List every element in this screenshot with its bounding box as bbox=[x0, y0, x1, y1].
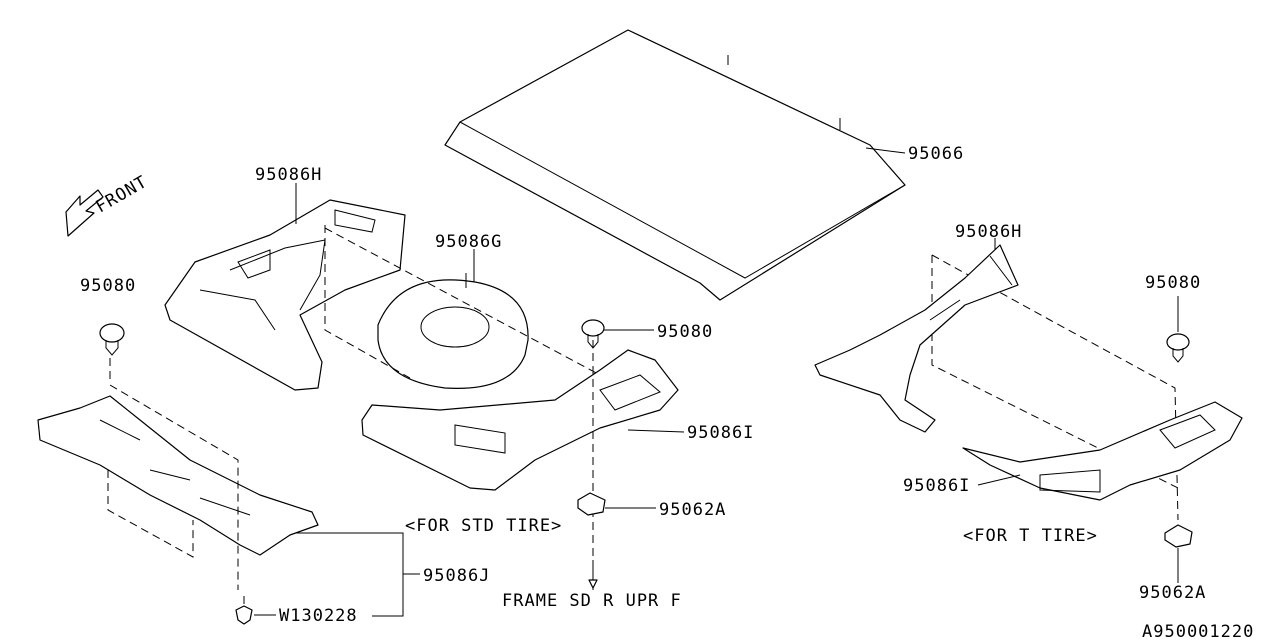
down-arrow-icon bbox=[588, 579, 598, 589]
front-arrow-icon bbox=[65, 189, 104, 237]
right-side-tray-part bbox=[814, 244, 1019, 433]
clip-95062A-right bbox=[1164, 524, 1193, 548]
front-label: FRONT bbox=[93, 172, 152, 217]
frame-note: FRAME SD R UPR F bbox=[502, 591, 682, 611]
clip-95062A-center bbox=[577, 492, 606, 516]
label-95080-center: 95080 bbox=[657, 322, 713, 342]
label-95080-right: 95080 bbox=[1145, 273, 1201, 293]
left-side-tray-part bbox=[164, 199, 406, 391]
label-95086G: 95086G bbox=[435, 232, 502, 252]
label-95086H-left: 95086H bbox=[255, 165, 322, 185]
guide-lines bbox=[107, 225, 1179, 590]
spare-tire-spacer-part bbox=[377, 273, 529, 389]
center-tray-part bbox=[361, 349, 679, 491]
bolt-W130228 bbox=[235, 596, 253, 625]
clip-95080-center bbox=[581, 319, 605, 349]
rear-tray-part bbox=[37, 395, 319, 556]
label-95086I-center: 95086I bbox=[687, 423, 754, 443]
label-95086J: 95086J bbox=[423, 566, 490, 586]
for-t-tire-note: <FOR T TIRE> bbox=[963, 526, 1098, 546]
label-95062A-center: 95062A bbox=[659, 500, 726, 520]
label-95086I-right: 95086I bbox=[903, 476, 970, 496]
diagram-id: A950001220 bbox=[1142, 622, 1254, 640]
label-95066: 95066 bbox=[908, 144, 964, 164]
label-W130228: W130228 bbox=[279, 606, 358, 626]
floor-board-part bbox=[444, 29, 906, 301]
right-center-tray-part bbox=[962, 401, 1243, 501]
label-95062A-right: 95062A bbox=[1139, 583, 1206, 603]
clip-95080-right bbox=[1166, 333, 1190, 363]
label-95080-left: 95080 bbox=[80, 276, 136, 296]
label-95086H-right: 95086H bbox=[955, 222, 1022, 242]
clip-95080-left bbox=[99, 323, 125, 356]
for-std-tire-note: <FOR STD TIRE> bbox=[405, 516, 562, 536]
